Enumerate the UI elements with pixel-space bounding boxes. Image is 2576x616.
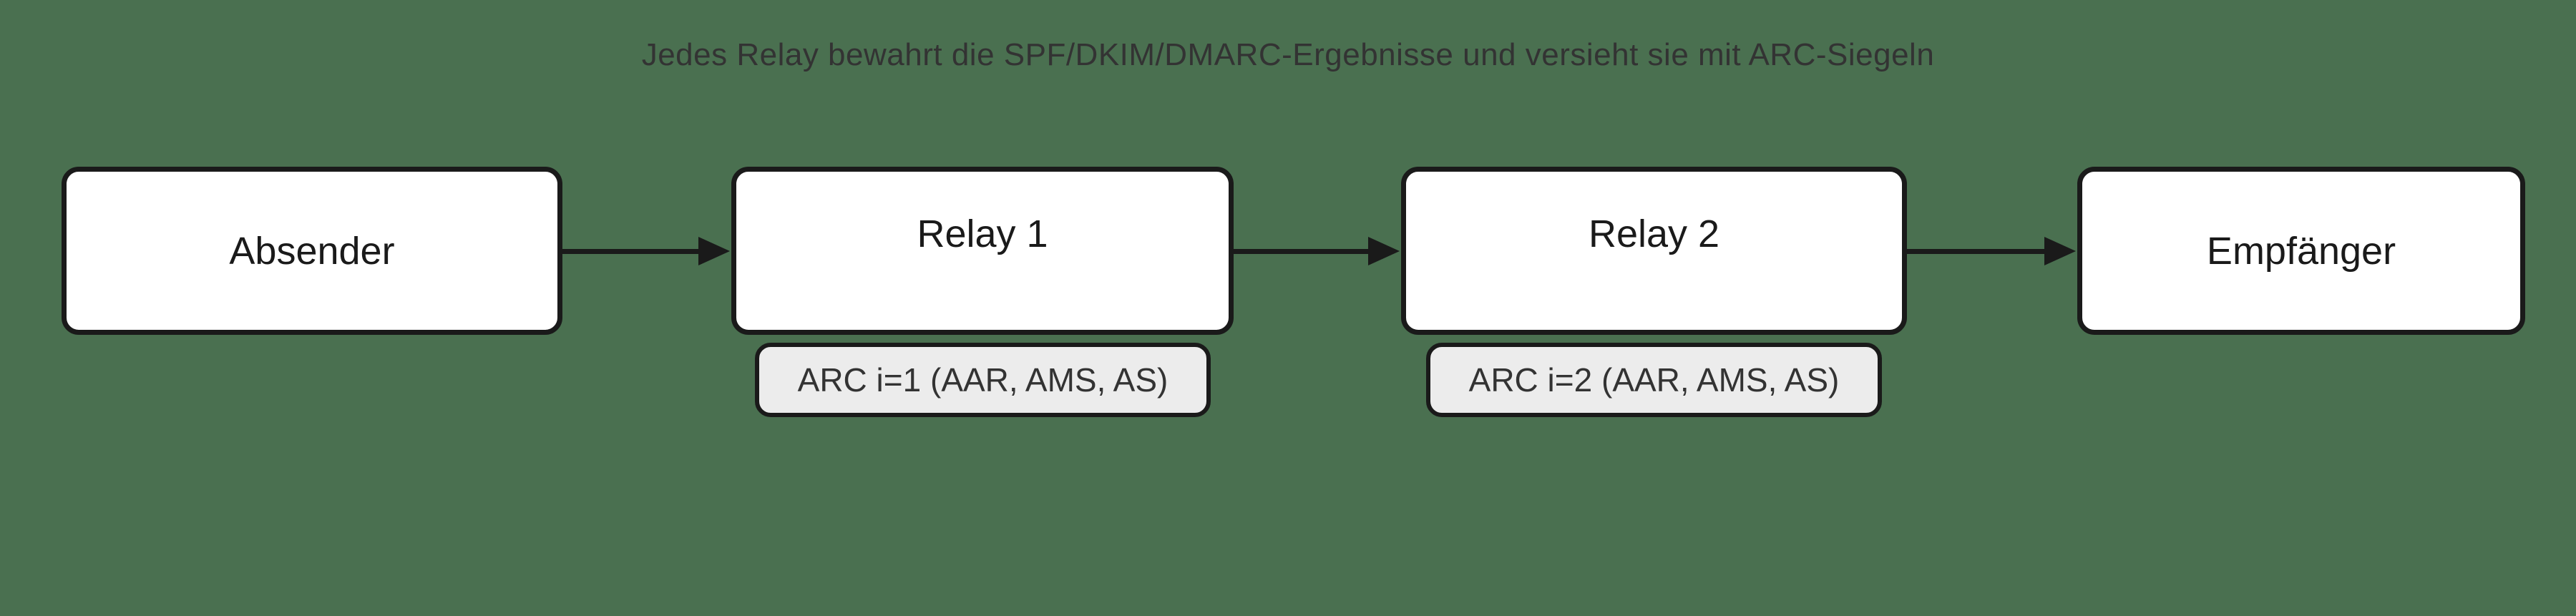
edge-arrow-absender-relay1 xyxy=(562,237,730,265)
node-absender: Absender xyxy=(62,167,562,335)
node-relay2-label: Relay 2 xyxy=(1588,212,1720,255)
node-relay1-label: Relay 1 xyxy=(917,212,1048,255)
edge-arrow-relay2-empfaenger xyxy=(1907,237,2076,265)
node-absender-label: Absender xyxy=(229,229,395,273)
arrowhead-right-icon xyxy=(698,237,730,265)
node-relay2: Relay 2 xyxy=(1401,167,1907,335)
edge-arrow-relay1-relay2 xyxy=(1234,237,1400,265)
arrow-shaft xyxy=(562,249,708,254)
arc-seal-relay2-text: ARC i=2 (AAR, AMS, AS) xyxy=(1468,361,1840,399)
arrowhead-right-icon xyxy=(1368,237,1400,265)
node-relay1: Relay 1 xyxy=(731,167,1234,335)
arc-seal-relay1-text: ARC i=1 (AAR, AMS, AS) xyxy=(797,361,1169,399)
arc-seal-label-relay1: ARC i=1 (AAR, AMS, AS) xyxy=(755,343,1211,417)
node-empfaenger-label: Empfänger xyxy=(2206,229,2396,273)
node-empfaenger: Empfänger xyxy=(2077,167,2525,335)
arrow-shaft xyxy=(1907,249,2054,254)
arrow-shaft xyxy=(1234,249,1378,254)
diagram-title: Jedes Relay bewahrt die SPF/DKIM/DMARC-E… xyxy=(641,37,1935,72)
arc-seal-label-relay2: ARC i=2 (AAR, AMS, AS) xyxy=(1426,343,1882,417)
arrowhead-right-icon xyxy=(2044,237,2076,265)
